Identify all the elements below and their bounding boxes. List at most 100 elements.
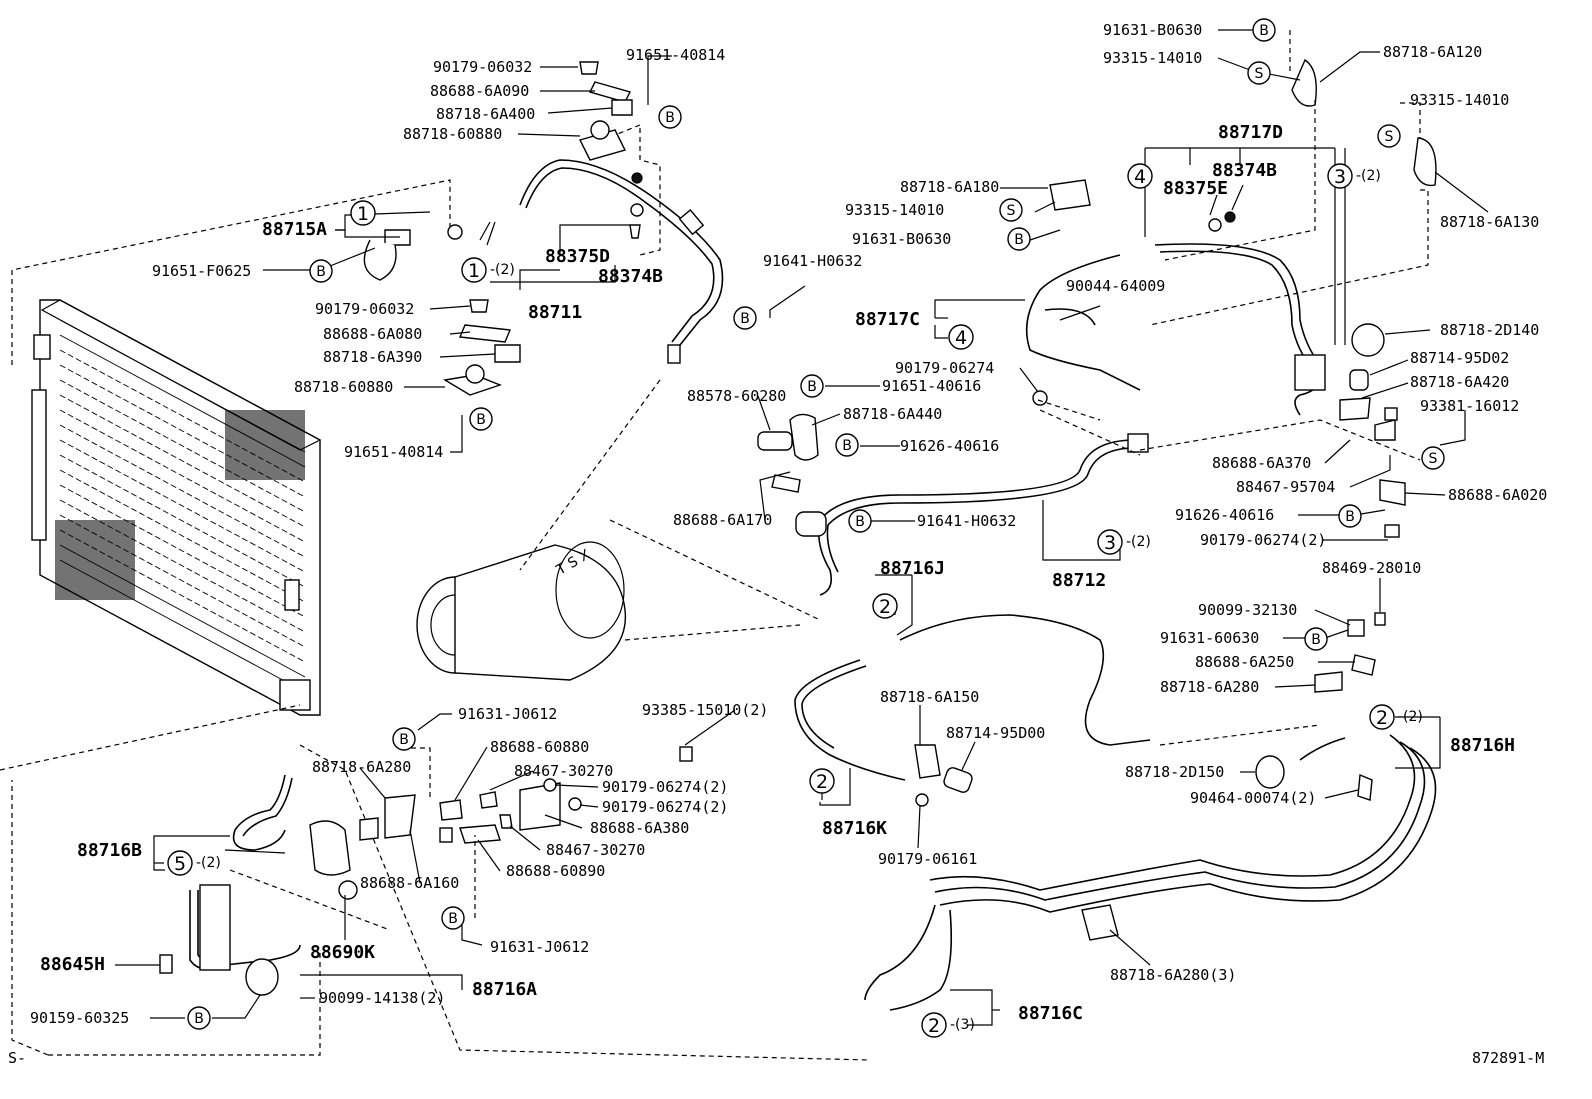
part-label: 88469-28010	[1322, 559, 1421, 577]
part-label: 90179-06032	[433, 58, 532, 76]
svg-text:1: 1	[468, 260, 480, 282]
part-label: 88688-6A020	[1448, 486, 1547, 504]
part-label: 91631-J0612	[490, 938, 589, 956]
part-label: 88714-95D00	[946, 724, 1045, 742]
part-label: 88718-6A120	[1383, 43, 1482, 61]
part-label: 88711	[528, 302, 582, 323]
part-label: 90179-06274(2)	[602, 798, 728, 816]
part-label: 91651-40814	[626, 46, 725, 64]
part-label: 91651-40814	[344, 443, 443, 461]
part-label: 88688-6A160	[360, 874, 459, 892]
part-label: 88578-60280	[687, 387, 786, 405]
part-label: 88716K	[822, 818, 887, 839]
part-label: 88718-6A400	[436, 105, 535, 123]
part-label: 91631-B0630	[1103, 21, 1202, 39]
part-label: 91641-H0632	[763, 252, 862, 270]
part-label: 88716B	[77, 840, 142, 861]
part-label: 88718-6A420	[1410, 373, 1509, 391]
part-label: 90099-32130	[1198, 601, 1297, 619]
svg-text:-(3): -(3)	[950, 1017, 975, 1033]
part-label: 90179-06274(2)	[602, 778, 728, 796]
svg-text:2: 2	[928, 1015, 940, 1037]
svg-text:-(2): -(2)	[490, 262, 515, 278]
svg-text:B: B	[665, 110, 675, 126]
part-label: 90179-06032	[315, 300, 414, 318]
part-label: 88716J	[880, 558, 945, 579]
part-label: 88467-30270	[546, 841, 645, 859]
part-label: 91631-J0612	[458, 705, 557, 723]
svg-text:B: B	[1014, 232, 1024, 248]
svg-text:B: B	[842, 438, 852, 454]
compressor-illustration: T S X	[416, 519, 821, 681]
part-label: 88374B	[598, 266, 663, 287]
part-label: 88718-6A180	[900, 178, 999, 196]
part-label: 88718-6A280	[1160, 678, 1259, 696]
svg-text:B: B	[1311, 632, 1321, 648]
part-label: 88688-6A170	[673, 511, 772, 529]
part-label: 90179-06161	[878, 850, 977, 868]
part-label: 88715A	[262, 219, 327, 240]
part-label: 88718-6A280(3)	[1110, 966, 1236, 984]
svg-text:-(2): -(2)	[196, 855, 221, 871]
svg-text:-(2): -(2)	[1356, 168, 1381, 184]
part-label: 88716A	[472, 979, 537, 1000]
condenser-illustration	[0, 179, 451, 771]
part-label: 90044-64009	[1066, 277, 1165, 295]
svg-text:B: B	[1345, 509, 1355, 525]
part-label: 93315-14010	[1103, 49, 1202, 67]
svg-text:S: S	[1007, 203, 1016, 219]
part-label: 91626-40616	[900, 437, 999, 455]
svg-text:2: 2	[879, 596, 891, 618]
small-parts	[159, 58, 1437, 974]
part-label: 88375D	[545, 246, 610, 267]
diagram-id: 872891-M	[1472, 1049, 1544, 1067]
svg-text:S: S	[1255, 66, 1264, 82]
svg-text:4: 4	[955, 327, 967, 349]
svg-text:B: B	[807, 379, 817, 395]
circle-markers: B B B B B B B B S S S B S B B B B B 1 1 …	[167, 18, 1445, 1038]
part-label: 88718-2D150	[1125, 763, 1224, 781]
part-label: 88718-6A280	[312, 758, 411, 776]
corner-code-left: S-	[8, 1049, 26, 1067]
part-label: 88714-95D02	[1410, 349, 1509, 367]
part-label: 91641-H0632	[917, 512, 1016, 530]
part-label: 90099-14138(2)	[319, 989, 445, 1007]
part-label: 88718-6A130	[1440, 213, 1539, 231]
part-label: 88645H	[40, 954, 105, 975]
svg-text:3: 3	[1104, 532, 1116, 554]
part-label: 93385-15010(2)	[642, 701, 768, 719]
refrigerant-pipes	[11, 159, 1437, 1061]
part-label: 91651-F0625	[152, 262, 251, 280]
svg-text:B: B	[399, 732, 409, 748]
part-label: 88467-30270	[514, 762, 613, 780]
part-label: 93315-14010	[1410, 91, 1509, 109]
part-label: 93381-16012	[1420, 397, 1519, 415]
part-label: 91631-60630	[1160, 629, 1259, 647]
svg-text:S: S	[1429, 451, 1438, 467]
svg-text:B: B	[740, 311, 750, 327]
svg-text:5: 5	[174, 853, 186, 875]
svg-text:B: B	[1259, 23, 1269, 39]
svg-text:B: B	[476, 412, 486, 428]
part-label: 93315-14010	[845, 201, 944, 219]
part-label: 88375E	[1163, 178, 1228, 199]
part-label: 90179-06274(2)	[1200, 531, 1326, 549]
part-label: 91631-B0630	[852, 230, 951, 248]
part-labels: 90179-06032 91651-40814 88688-6A090 8871…	[8, 21, 1547, 1067]
svg-text:B: B	[448, 911, 458, 927]
part-label: 88690K	[310, 942, 375, 963]
part-label: 88716H	[1450, 735, 1515, 756]
part-label: 88718-6A440	[843, 405, 942, 423]
part-label: 88688-6A370	[1212, 454, 1311, 472]
part-label: 88718-6A390	[323, 348, 422, 366]
svg-text:1: 1	[357, 203, 369, 225]
part-label: 88688-60890	[506, 862, 605, 880]
part-label: 88688-6A250	[1195, 653, 1294, 671]
part-label: 88712	[1052, 570, 1106, 591]
part-label: 88688-60880	[490, 738, 589, 756]
part-label: 88374B	[1212, 160, 1277, 181]
part-label: 88718-60880	[294, 378, 393, 396]
part-label: 88718-6A150	[880, 688, 979, 706]
part-label: 88717C	[855, 309, 920, 330]
